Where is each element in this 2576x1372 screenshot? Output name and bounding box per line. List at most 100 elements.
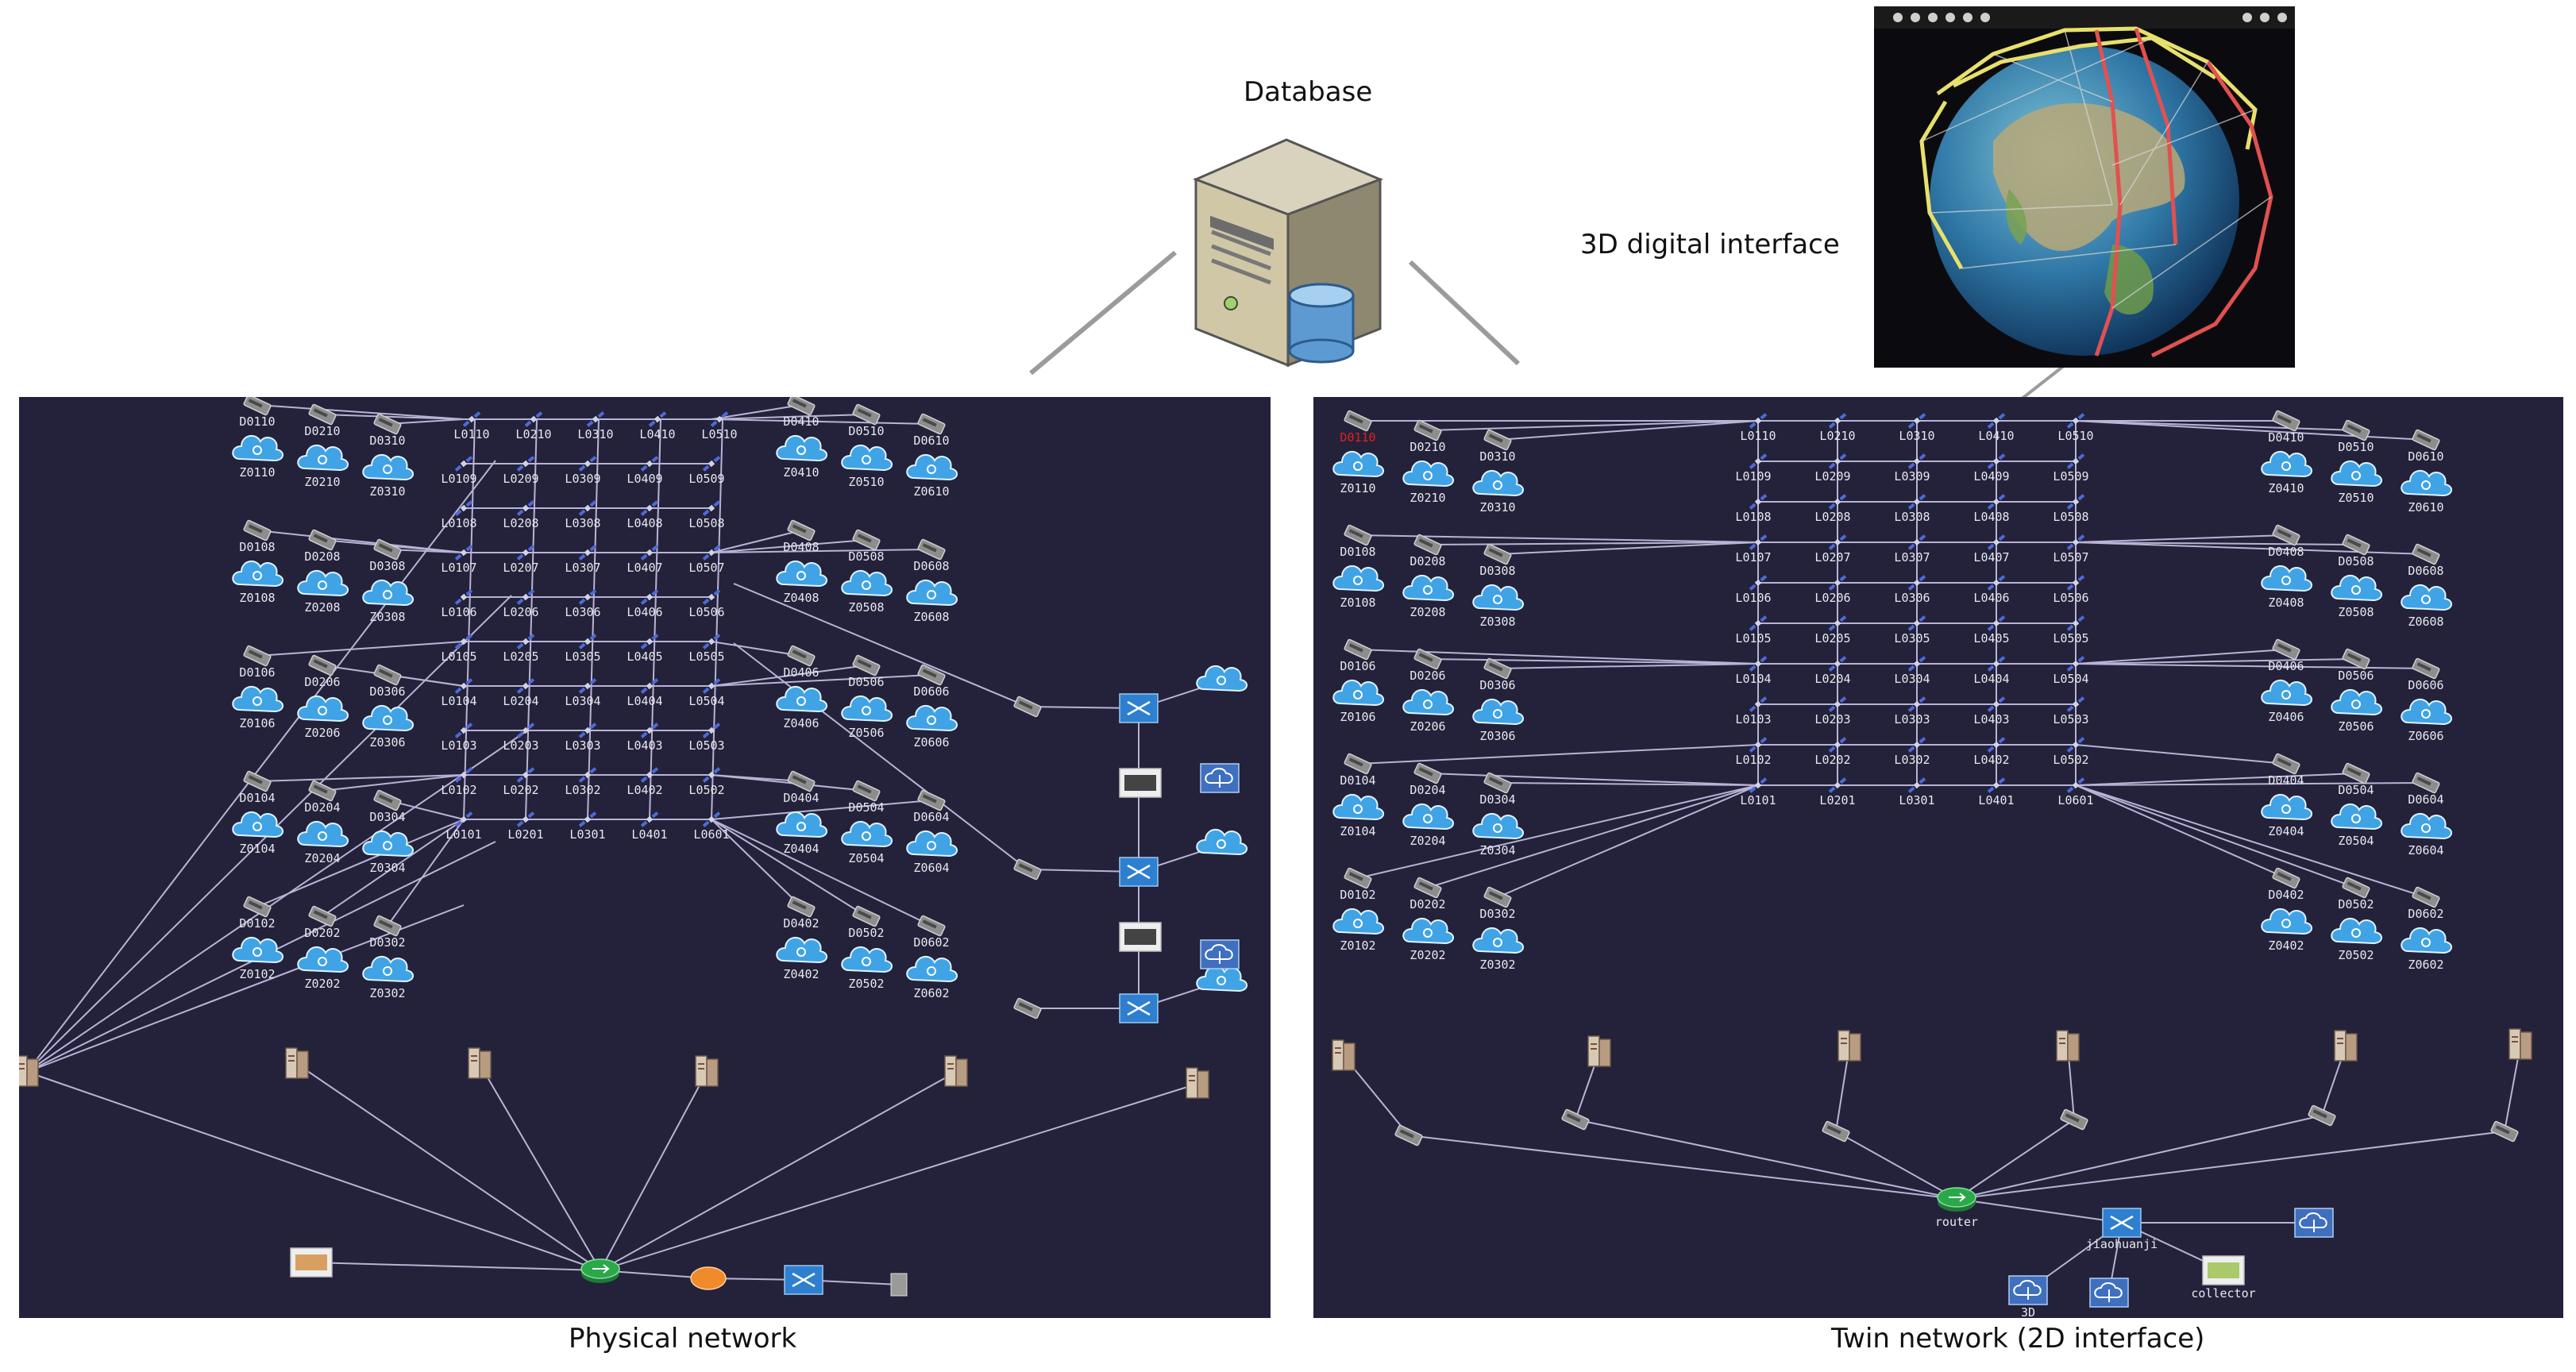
satellite-l0202[interactable] (1828, 736, 1847, 753)
satellite-l0306[interactable] (1907, 574, 1926, 591)
ground-device-d0102[interactable] (1344, 867, 1372, 889)
ground-cloud-z0604[interactable] (906, 830, 958, 858)
ground-cloud-z0310[interactable] (362, 453, 414, 481)
twin-storage-3d[interactable] (2008, 1275, 2048, 1305)
satellite-l0505[interactable] (2066, 615, 2085, 631)
ground-device-d0108[interactable] (243, 519, 272, 541)
satellite-l0309[interactable] (578, 455, 597, 472)
satellite-l0503[interactable] (702, 722, 721, 738)
satellite-l0407[interactable] (1987, 534, 2006, 550)
ground-cloud-z0202[interactable] (1402, 917, 1454, 945)
satellite-l0207[interactable] (1828, 534, 1847, 550)
satellite-l0205[interactable] (1828, 615, 1847, 631)
ground-device-d0410[interactable] (787, 397, 816, 416)
ground-cloud-z0104[interactable] (232, 811, 283, 838)
ground-device-d0510[interactable] (2342, 419, 2370, 441)
ground-device-d0408[interactable] (2272, 524, 2300, 546)
ground-cloud-z0508[interactable] (841, 569, 893, 597)
ground-cloud-z0304[interactable] (362, 830, 414, 858)
ground-device-d0402[interactable] (2272, 867, 2300, 889)
ground-cloud-z0402[interactable] (2261, 908, 2312, 935)
ground-device-d0610[interactable] (2412, 429, 2440, 451)
ground-device-d0204[interactable] (308, 780, 337, 802)
phys-edge-switch-3[interactable] (1119, 993, 1159, 1023)
phys-edge-switch-1[interactable] (1119, 693, 1159, 723)
satellite-l0310[interactable] (1907, 412, 1926, 429)
phys-edge-cloud-3[interactable] (1196, 965, 1248, 992)
satellite-l0503[interactable] (2066, 696, 2085, 712)
satellite-l0406[interactable] (1987, 574, 2006, 591)
satellite-l0210[interactable] (524, 410, 543, 427)
satellite-l0303[interactable] (1907, 696, 1926, 712)
ground-cloud-z0102[interactable] (1332, 908, 1384, 935)
satellite-l0305[interactable] (1907, 615, 1926, 631)
ground-cloud-z0404[interactable] (776, 811, 827, 838)
satellite-l0502[interactable] (702, 766, 721, 783)
satellite-l0106[interactable] (1749, 574, 1768, 591)
ground-cloud-z0602[interactable] (906, 955, 958, 983)
ground-device-d0508[interactable] (852, 529, 881, 551)
phys-edge-camera-2[interactable] (1119, 922, 1162, 952)
twin-router[interactable] (1937, 1187, 1976, 1212)
twin-core-switch[interactable] (2102, 1208, 2142, 1238)
ground-cloud-z0510[interactable] (2331, 460, 2382, 488)
satellite-l0206[interactable] (516, 588, 535, 605)
satellite-l0504[interactable] (702, 677, 721, 694)
satellite-l0102[interactable] (1749, 736, 1768, 753)
ground-cloud-z0610[interactable] (2401, 469, 2452, 497)
satellite-l0108[interactable] (1749, 493, 1768, 510)
ground-cloud-z0104[interactable] (1332, 793, 1384, 821)
satellite-l0505[interactable] (702, 633, 721, 649)
ground-device-d0108[interactable] (1344, 524, 1372, 546)
satellite-l0207[interactable] (516, 544, 535, 561)
satellite-l0101[interactable] (1749, 777, 1768, 793)
twin-host-access-2[interactable] (1561, 1108, 1590, 1131)
twin-host-access-1[interactable] (1394, 1124, 1423, 1147)
ground-cloud-z0206[interactable] (297, 695, 349, 723)
ground-cloud-z0606[interactable] (2401, 698, 2452, 726)
ground-device-d0604[interactable] (2412, 772, 2440, 794)
twin-host-access-6[interactable] (2490, 1120, 2519, 1143)
satellite-l0307[interactable] (1907, 534, 1926, 550)
ground-cloud-z0108[interactable] (232, 560, 283, 588)
phys-edge-cloud-2[interactable] (1196, 828, 1248, 856)
ground-cloud-z0110[interactable] (232, 434, 283, 462)
ground-cloud-z0306[interactable] (1472, 698, 1524, 726)
ground-cloud-z0608[interactable] (906, 579, 958, 607)
3d-globe-view[interactable] (1874, 6, 2295, 368)
satellite-l0105[interactable] (1749, 615, 1768, 631)
phys-edge-device-1[interactable] (1013, 696, 1042, 718)
satellite-l0507[interactable] (2066, 534, 2085, 550)
ground-device-d0610[interactable] (917, 413, 946, 435)
ground-cloud-z0208[interactable] (1402, 574, 1454, 602)
satellite-l0506[interactable] (2066, 574, 2085, 591)
ground-device-d0308[interactable] (1483, 543, 1512, 565)
satellite-l0102[interactable] (454, 766, 473, 783)
ground-device-d0302[interactable] (1483, 886, 1512, 908)
ground-device-d0604[interactable] (917, 789, 946, 811)
phys-host-2[interactable] (285, 1047, 309, 1079)
satellite-l0103[interactable] (1749, 696, 1768, 712)
ground-cloud-z0402[interactable] (776, 936, 827, 964)
ground-device-d0504[interactable] (2342, 762, 2370, 784)
satellite-l0204[interactable] (1828, 655, 1847, 672)
ground-cloud-z0504[interactable] (2331, 803, 2382, 831)
ground-cloud-z0308[interactable] (1472, 584, 1524, 611)
phys-edge-device-2[interactable] (1013, 858, 1042, 881)
twin-host-3[interactable] (1838, 1030, 1861, 1062)
ground-device-d0208[interactable] (1413, 534, 1442, 556)
phys-terminal-device[interactable] (290, 1247, 333, 1278)
satellite-l0108[interactable] (454, 499, 473, 516)
satellite-l0410[interactable] (1987, 412, 2006, 429)
ground-device-d0506[interactable] (2342, 648, 2370, 670)
phys-gateway-router[interactable] (690, 1266, 727, 1290)
satellite-l0409[interactable] (640, 455, 659, 472)
ground-device-d0402[interactable] (787, 896, 816, 918)
satellite-l0401[interactable] (640, 811, 659, 827)
ground-device-d0204[interactable] (1413, 762, 1442, 784)
satellite-l0403[interactable] (1987, 696, 2006, 712)
ground-device-d0304[interactable] (1483, 772, 1512, 794)
satellite-l0204[interactable] (516, 677, 535, 694)
ground-cloud-z0204[interactable] (1402, 803, 1454, 831)
satellite-l0305[interactable] (578, 633, 597, 649)
